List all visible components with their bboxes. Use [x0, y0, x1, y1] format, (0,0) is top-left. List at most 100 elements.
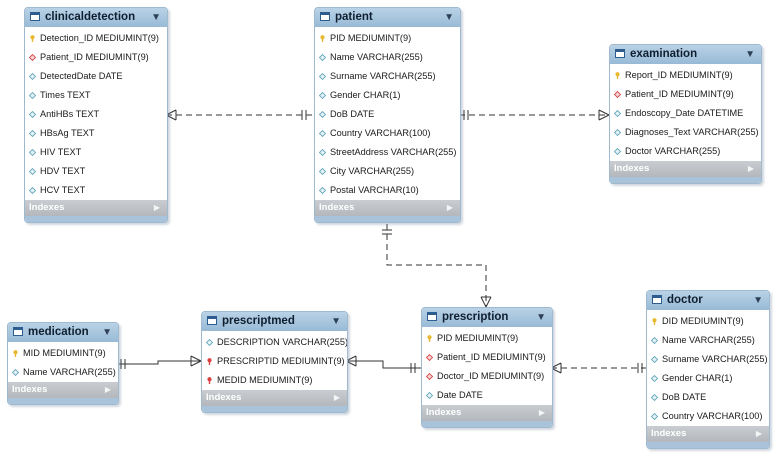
column-label: DoB DATE	[330, 109, 375, 119]
column-row[interactable]: HDV TEXT	[25, 162, 167, 181]
column-row[interactable]: Doctor VARCHAR(255)	[610, 142, 761, 161]
table-header[interactable]: prescription ▼	[422, 308, 552, 327]
collapse-arrow-icon[interactable]: ▼	[753, 295, 763, 306]
column-row[interactable]: Name VARCHAR(255)	[315, 48, 460, 67]
column-row[interactable]: Detection_ID MEDIUMINT(9)	[25, 29, 167, 48]
column-row[interactable]: Diagnoses_Text VARCHAR(255)	[610, 123, 761, 142]
column-label: Postal VARCHAR(10)	[330, 185, 419, 195]
column-row[interactable]: DoB DATE	[647, 388, 769, 407]
column-row[interactable]: Postal VARCHAR(10)	[315, 181, 460, 200]
column-row[interactable]: DID MEDIUMINT(9)	[647, 312, 769, 331]
indexes-label: Indexes	[12, 384, 48, 395]
indexes-section[interactable]: Indexes ▶	[422, 405, 552, 421]
column-row[interactable]: StreetAddress VARCHAR(255)	[315, 143, 460, 162]
table-header[interactable]: examination ▼	[610, 45, 761, 64]
column-row[interactable]: Date DATE	[422, 386, 552, 405]
table-header[interactable]: medication ▼	[8, 323, 118, 342]
column-icon	[319, 168, 326, 175]
column-row[interactable]: Name VARCHAR(255)	[647, 331, 769, 350]
collapse-arrow-icon[interactable]: ▼	[102, 327, 112, 338]
indexes-section[interactable]: Indexes ▶	[8, 382, 118, 398]
table-title: patient	[335, 11, 373, 23]
column-icon	[614, 129, 621, 136]
table-medication[interactable]: medication ▼ MID MEDIUMINT(9)Name VARCHA…	[7, 322, 119, 405]
column-row[interactable]: Surname VARCHAR(255)	[315, 67, 460, 86]
column-row[interactable]: PRESCRIPTID MEDIUMINT(9)	[202, 352, 347, 371]
column-row[interactable]: Surname VARCHAR(255)	[647, 350, 769, 369]
table-examination[interactable]: examination ▼ Report_ID MEDIUMINT(9) Pati…	[609, 44, 762, 184]
column-row[interactable]: Report_ID MEDIUMINT(9)	[610, 66, 761, 85]
table-icon	[427, 312, 437, 321]
indexes-section[interactable]: Indexes ▶	[315, 200, 460, 216]
column-row[interactable]: AntiHBs TEXT	[25, 105, 167, 124]
collapse-arrow-icon[interactable]: ▼	[444, 12, 454, 23]
column-icon	[319, 111, 326, 118]
column-row[interactable]: Patient_ID MEDIUMINT(9)	[422, 348, 552, 367]
column-row[interactable]: HBsAg TEXT	[25, 124, 167, 143]
column-row[interactable]: Country VARCHAR(100)	[315, 124, 460, 143]
table-title: clinicaldetection	[45, 11, 136, 23]
expand-arrow-icon[interactable]: ▶	[538, 408, 545, 417]
collapse-arrow-icon[interactable]: ▼	[151, 12, 161, 23]
column-icon	[29, 149, 36, 156]
table-prescription[interactable]: prescription ▼ PID MEDIUMINT(9) Patient_I…	[421, 307, 553, 428]
indexes-section[interactable]: Indexes ▶	[202, 390, 347, 406]
table-bottom-strip	[610, 177, 761, 183]
column-row[interactable]: MID MEDIUMINT(9)	[8, 344, 118, 363]
collapse-arrow-icon[interactable]: ▼	[536, 312, 546, 323]
column-row[interactable]: HCV TEXT	[25, 181, 167, 200]
column-label: Surname VARCHAR(255)	[662, 354, 768, 364]
table-header[interactable]: patient ▼	[315, 8, 460, 27]
indexes-section[interactable]: Indexes ▶	[610, 161, 761, 177]
column-row[interactable]: PID MEDIUMINT(9)	[315, 29, 460, 48]
column-row[interactable]: Gender CHAR(1)	[647, 369, 769, 388]
column-row[interactable]: Name VARCHAR(255)	[8, 363, 118, 382]
table-title: examination	[630, 48, 698, 60]
column-row[interactable]: Patient_ID MEDIUMINT(9)	[25, 48, 167, 67]
table-header[interactable]: prescriptmed ▼	[202, 312, 347, 331]
table-prescriptmed[interactable]: prescriptmed ▼ DESCRIPTION VARCHAR(255)P…	[201, 311, 348, 413]
column-icon	[29, 73, 36, 80]
table-doctor[interactable]: doctor ▼ DID MEDIUMINT(9)Name VARCHAR(25…	[646, 290, 770, 449]
foreign-key-icon	[29, 54, 36, 61]
column-row[interactable]: Times TEXT	[25, 86, 167, 105]
expand-arrow-icon[interactable]: ▶	[104, 385, 111, 394]
primary-key-icon	[13, 350, 18, 357]
column-row[interactable]: DetectedDate DATE	[25, 67, 167, 86]
column-row[interactable]: City VARCHAR(255)	[315, 162, 460, 181]
indexes-section[interactable]: Indexes ▶	[647, 426, 769, 442]
column-label: Report_ID MEDIUMINT(9)	[625, 70, 733, 80]
expand-arrow-icon[interactable]: ▶	[446, 203, 453, 212]
table-header[interactable]: doctor ▼	[647, 291, 769, 310]
table-bottom-strip	[202, 406, 347, 412]
column-row[interactable]: DESCRIPTION VARCHAR(255)	[202, 333, 347, 352]
column-icon	[29, 130, 36, 137]
column-row[interactable]: Patient_ID MEDIUMINT(9)	[610, 85, 761, 104]
indexes-section[interactable]: Indexes ▶	[25, 200, 167, 216]
collapse-arrow-icon[interactable]: ▼	[745, 49, 755, 60]
expand-arrow-icon[interactable]: ▶	[153, 203, 160, 212]
expand-arrow-icon[interactable]: ▶	[747, 164, 754, 173]
expand-arrow-icon[interactable]: ▶	[333, 393, 340, 402]
table-bottom-strip	[422, 421, 552, 427]
column-row[interactable]: PID MEDIUMINT(9)	[422, 329, 552, 348]
column-row[interactable]: DoB DATE	[315, 105, 460, 124]
table-patient[interactable]: patient ▼ PID MEDIUMINT(9) Name VARCHAR(2…	[314, 7, 461, 223]
column-row[interactable]: Gender CHAR(1)	[315, 86, 460, 105]
table-header[interactable]: clinicaldetection ▼	[25, 8, 167, 27]
column-row[interactable]: HIV TEXT	[25, 143, 167, 162]
column-row[interactable]: Endoscopy_Date DATETIME	[610, 104, 761, 123]
column-row[interactable]: Doctor_ID MEDIUMINT(9)	[422, 367, 552, 386]
column-label: Name VARCHAR(255)	[330, 52, 423, 62]
column-label: PID MEDIUMINT(9)	[437, 333, 519, 343]
expand-arrow-icon[interactable]: ▶	[755, 429, 762, 438]
table-clinicaldetection[interactable]: clinicaldetection ▼ Detection_ID MEDIUMI…	[24, 7, 168, 223]
indexes-label: Indexes	[206, 392, 242, 403]
column-row[interactable]: Country VARCHAR(100)	[647, 407, 769, 426]
column-row[interactable]: MEDID MEDIUMINT(9)	[202, 371, 347, 390]
relationship-patient-examination	[459, 109, 610, 121]
column-list: Report_ID MEDIUMINT(9) Patient_ID MEDIUMI…	[610, 64, 761, 161]
column-label: AntiHBs TEXT	[40, 109, 100, 119]
column-icon	[29, 111, 36, 118]
collapse-arrow-icon[interactable]: ▼	[331, 316, 341, 327]
